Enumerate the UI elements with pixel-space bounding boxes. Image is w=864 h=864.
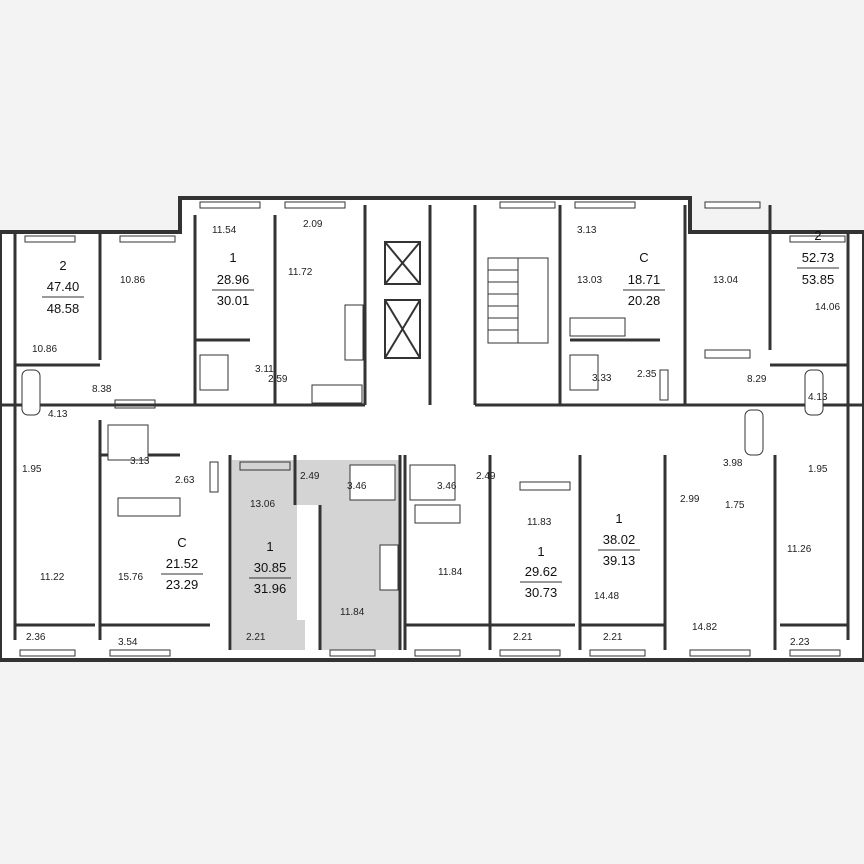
room-area: 1.75 <box>725 500 745 511</box>
svg-text:С: С <box>639 250 648 265</box>
room-area: 15.76 <box>118 572 143 583</box>
svg-text:30.01: 30.01 <box>217 293 250 308</box>
room-area: 1.95 <box>22 464 42 475</box>
apartment-label[interactable]: 1 28.96 30.01 <box>212 250 254 308</box>
apartment-label[interactable]: 2 47.40 48.58 <box>42 258 84 316</box>
svg-text:20.28: 20.28 <box>628 293 661 308</box>
room-area: 10.86 <box>120 275 145 286</box>
svg-text:1: 1 <box>266 539 273 554</box>
room-area: 11.72 <box>288 267 313 278</box>
room-area: 8.38 <box>92 384 112 395</box>
svg-text:2: 2 <box>814 228 821 243</box>
svg-text:1: 1 <box>229 250 236 265</box>
room-area-labels: 10.86 10.86 8.38 4.13 1.95 11.22 2.36 11… <box>22 219 840 648</box>
room-area: 3.98 <box>723 458 743 469</box>
corridor <box>100 405 764 455</box>
svg-text:31.96: 31.96 <box>254 581 287 596</box>
svg-text:52.73: 52.73 <box>802 250 835 265</box>
apartment-label[interactable]: 1 38.02 39.13 <box>598 511 640 568</box>
room-area: 14.48 <box>594 591 619 602</box>
room-area: 3.54 <box>118 637 138 648</box>
svg-text:39.13: 39.13 <box>603 553 636 568</box>
room-area: 2.99 <box>680 494 700 505</box>
apartment-label[interactable]: С 18.71 20.28 <box>623 250 665 308</box>
svg-text:1: 1 <box>537 544 544 559</box>
room-area: 11.26 <box>787 544 812 555</box>
apartment-label[interactable]: С 21.52 23.29 <box>161 535 203 592</box>
svg-text:47.40: 47.40 <box>47 279 80 294</box>
svg-text:53.85: 53.85 <box>802 272 835 287</box>
svg-text:18.71: 18.71 <box>628 272 661 287</box>
room-area: 4.13 <box>808 392 828 403</box>
room-area: 2.21 <box>603 632 623 643</box>
room-area: 3.13 <box>577 225 597 236</box>
apartment-label[interactable]: 2 52.73 53.85 <box>797 228 839 287</box>
svg-text:30.73: 30.73 <box>525 585 558 600</box>
room-area: 2.49 <box>476 471 496 482</box>
top-walls <box>0 205 864 640</box>
room-area: 11.84 <box>438 567 463 578</box>
selected-apartment-room-fill <box>232 460 297 620</box>
kitchen-counters <box>117 304 626 591</box>
apartment-label-selected[interactable]: 1 30.85 31.96 <box>249 539 291 596</box>
room-area: 14.82 <box>692 622 717 633</box>
bottom-walls <box>15 420 848 650</box>
room-area: 3.33 <box>592 373 612 384</box>
room-area: 2.59 <box>268 374 288 385</box>
room-area: 11.54 <box>212 225 237 236</box>
room-area: 2.63 <box>175 475 195 486</box>
selected-apartment-balcony-fill <box>232 620 305 650</box>
svg-text:1: 1 <box>615 511 622 526</box>
svg-text:28.96: 28.96 <box>217 272 250 287</box>
room-area: 4.13 <box>48 409 68 420</box>
svg-text:29.62: 29.62 <box>525 564 558 579</box>
room-area: 1.95 <box>808 464 828 475</box>
room-area: 2.35 <box>637 369 657 380</box>
room-area: 8.29 <box>747 374 767 385</box>
svg-text:2: 2 <box>59 258 66 273</box>
room-area: 13.06 <box>250 499 275 510</box>
room-area: 2.23 <box>790 637 810 648</box>
svg-text:38.02: 38.02 <box>603 532 636 547</box>
closets <box>114 349 751 493</box>
room-area: 3.13 <box>130 456 150 467</box>
room-area: 13.03 <box>577 275 602 286</box>
room-area: 2.49 <box>300 471 320 482</box>
apartment-labels: 2 47.40 48.58 1 28.96 30.01 С 18.71 20.2… <box>42 228 839 600</box>
room-area: 11.83 <box>527 517 552 528</box>
svg-text:30.85: 30.85 <box>254 560 287 575</box>
room-area: 2.21 <box>513 632 533 643</box>
svg-text:48.58: 48.58 <box>47 301 80 316</box>
room-area: 10.86 <box>32 344 57 355</box>
staircase <box>487 257 549 344</box>
room-area: 14.06 <box>815 302 840 313</box>
selected-apartment-fill <box>232 460 400 650</box>
room-area: 11.22 <box>40 572 65 583</box>
room-area: 2.36 <box>26 632 46 643</box>
apartment-label[interactable]: 1 29.62 30.73 <box>520 544 562 600</box>
windows <box>19 201 846 657</box>
room-area: 13.04 <box>713 275 738 286</box>
room-area: 3.11 <box>255 364 274 375</box>
room-area: 11.84 <box>340 607 365 618</box>
room-area: 3.46 <box>437 481 457 492</box>
room-area: 2.21 <box>246 632 266 643</box>
svg-text:23.29: 23.29 <box>166 577 199 592</box>
room-area: 2.09 <box>303 219 323 230</box>
svg-text:С: С <box>177 535 186 550</box>
room-area: 3.46 <box>347 481 367 492</box>
elevator-shafts <box>384 241 421 359</box>
svg-text:21.52: 21.52 <box>166 556 199 571</box>
bathroom-fixtures <box>21 354 824 501</box>
